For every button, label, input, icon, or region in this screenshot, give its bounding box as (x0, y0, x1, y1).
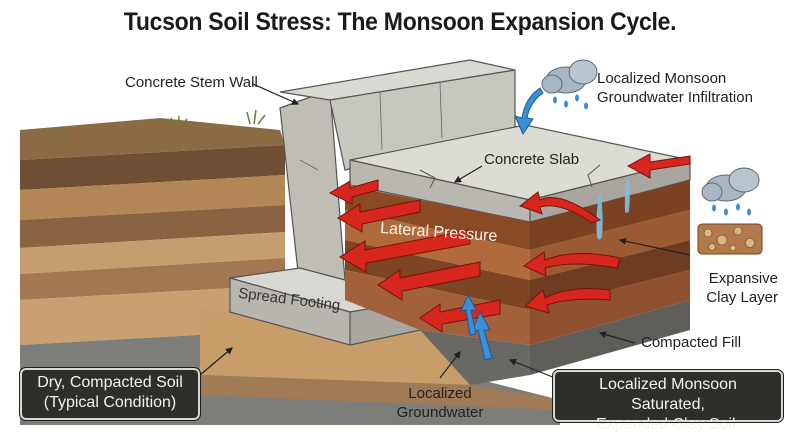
callout-wet-line2: Expanded Clay Soil. (595, 416, 741, 433)
leader-stem-wall (252, 83, 300, 105)
callout-wet-line1: Localized Monsoon Saturated, (599, 376, 737, 413)
callout-wet-soil: Localized Monsoon Saturated, Expanded Cl… (552, 369, 784, 433)
label-slab: Concrete Slab (484, 151, 580, 168)
label-clay-line1: Expansive (708, 270, 778, 287)
callout-dry-soil: Dry, Compacted Soil (Typical Condition) (19, 367, 201, 421)
water-seepage (596, 176, 630, 240)
diagram-title: Tucson Soil Stress: The Monsoon Expansio… (123, 8, 677, 36)
label-groundwater-line1: Localized (408, 385, 472, 402)
rain-cloud-icon (541, 59, 598, 110)
leader-slab (453, 165, 483, 183)
lateral-pressure-arrows (328, 153, 691, 333)
compacted-fill (530, 300, 690, 375)
label-compacted-fill: Compacted Fill (641, 334, 742, 351)
label-stem-wall: Concrete Stem Wall (125, 74, 258, 91)
callout-dry-line1: Dry, Compacted Soil (37, 374, 183, 391)
leader-fill (598, 331, 636, 344)
groundwater-arrows (460, 87, 544, 361)
leader-groundwater (439, 351, 461, 379)
leader-dry-soil (199, 347, 233, 376)
label-rain-line2: Groundwater Infiltration (597, 89, 753, 106)
leader-wet-soil (508, 358, 556, 379)
left-soil-top (20, 118, 285, 160)
leader-clay (618, 237, 691, 256)
grass-tufts (57, 109, 266, 141)
label-groundwater-line2: Groundwater (396, 404, 484, 421)
label-clay-line2: Clay Layer (706, 289, 778, 306)
soil-sample-icon (697, 223, 763, 255)
soil-rain-cloud-icon (701, 167, 760, 216)
callout-dry-line2: (Typical Condition) (43, 394, 177, 411)
label-rain-line1: Localized Monsoon (597, 70, 727, 87)
